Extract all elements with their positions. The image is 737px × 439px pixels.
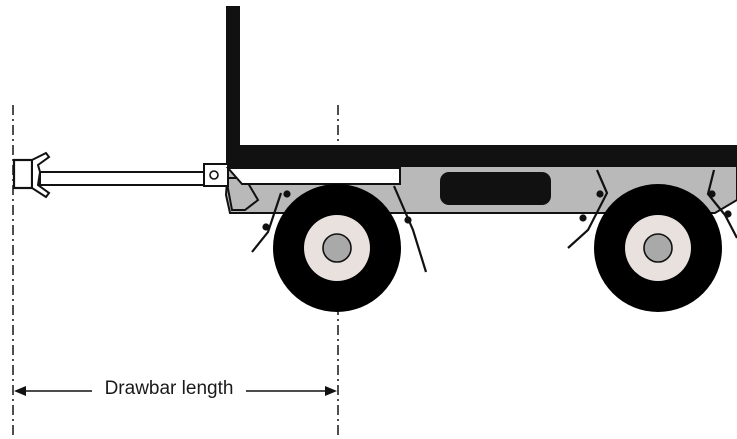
tow-eye-flange [31, 151, 51, 199]
drawbar-rail [225, 167, 401, 185]
front-wheel [273, 184, 401, 312]
chassis-slot [440, 172, 551, 205]
rear-axle-cap [643, 233, 673, 263]
front-suspension-links [251, 185, 428, 273]
dimension-arrow [14, 386, 337, 396]
drawbar-shaft [39, 171, 211, 186]
rear-wheel [594, 184, 722, 312]
rear-suspension-links [567, 169, 737, 249]
front-axle-cap [322, 233, 352, 263]
drawbar-length-label: Drawbar length [105, 378, 234, 399]
front-post [226, 6, 240, 158]
pivot-pin [209, 170, 219, 180]
deck-platform [226, 145, 737, 166]
tow-eye [12, 158, 34, 190]
